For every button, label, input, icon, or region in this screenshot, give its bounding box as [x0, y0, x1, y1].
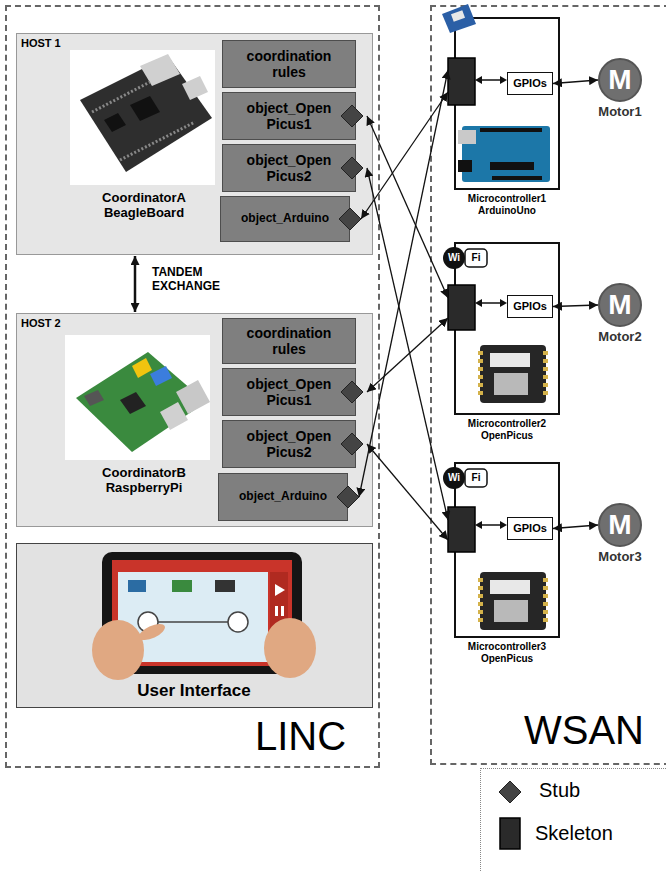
motor-label: Motor2: [585, 330, 655, 345]
rules-box: coordination rules: [222, 40, 356, 88]
motor-label: Motor3: [585, 550, 655, 565]
connector: [359, 70, 448, 497]
device-caption: CoordinatorB RaspberryPi: [69, 466, 219, 496]
icon-text: Wi: [443, 252, 465, 264]
box-label: object_Arduino: [233, 212, 337, 226]
box-label: coordination rules: [223, 48, 355, 80]
connector: [134, 256, 137, 312]
stub-swatch: [499, 781, 521, 803]
text-holder: Wi: [443, 252, 465, 264]
region-title: LINC: [255, 713, 346, 759]
motor-label: Motor1: [585, 105, 655, 120]
connector: [367, 444, 448, 540]
icon-text: Fi: [465, 252, 487, 264]
text-holder: Wi: [443, 472, 465, 484]
legend-box: StubSkeleton: [480, 768, 666, 871]
box-label: M: [608, 289, 631, 321]
text-holder: Skeleton: [535, 822, 613, 845]
text-holder: Microcontroller1 ArduinoUno: [454, 193, 560, 216]
microcontroller-box: Microcontroller3 OpenPicusGPIOs: [454, 462, 560, 638]
motor-symbol: MMotor2: [598, 283, 642, 327]
text-holder: CoordinatorA BeagleBoard: [69, 191, 219, 221]
rules-box: coordination rules: [222, 318, 356, 364]
icon-text: Fi: [465, 472, 487, 484]
box-label: object_Open Picus1: [223, 100, 355, 132]
object-box: object_Open Picus2: [222, 420, 356, 468]
box-label: object_Open Picus1: [223, 376, 355, 408]
text-holder: Motor1: [585, 105, 655, 120]
host-label: HOST 2: [21, 317, 61, 330]
box-label: M: [608, 64, 631, 96]
gpio-box: GPIOs: [507, 517, 553, 540]
box-label: GPIOs: [510, 300, 550, 313]
ui-panel: User Interface: [16, 543, 373, 708]
object-box: object_Arduino: [218, 473, 348, 521]
box-label: coordination rules: [223, 325, 355, 357]
object-box: object_Arduino: [220, 196, 350, 242]
box-label: object_Arduino: [231, 490, 335, 504]
gpio-box: GPIOs: [507, 72, 553, 95]
motor-symbol: MMotor1: [598, 58, 642, 102]
connector: [367, 168, 448, 520]
edge-label: TANDEM EXCHANGE: [152, 266, 234, 294]
microcontroller-box: Microcontroller2 OpenPicusGPIOs: [454, 242, 560, 415]
text-holder: Fi: [465, 472, 487, 484]
microcontroller-box: Microcontroller1 ArduinoUnoGPIOs: [454, 17, 560, 190]
box-label: M: [608, 509, 631, 541]
box-label: GPIOs: [510, 522, 550, 535]
legend-text: Stub: [539, 779, 580, 802]
text-holder: Motor3: [585, 550, 655, 565]
board-caption: Microcontroller3 OpenPicus: [454, 641, 560, 664]
skeleton-swatch: [499, 817, 521, 850]
object-box: object_Open Picus1: [222, 368, 356, 416]
board-caption: Microcontroller2 OpenPicus: [454, 418, 560, 441]
icon-text: Wi: [443, 472, 465, 484]
text-holder: LINC: [255, 713, 346, 759]
box-label: object_Open Picus2: [223, 428, 355, 460]
text-holder: TANDEM EXCHANGE: [152, 266, 234, 294]
box-label: GPIOs: [510, 77, 550, 90]
motor-symbol: MMotor3: [598, 503, 642, 547]
panel-title: User Interface: [17, 681, 371, 701]
text-holder: WSAN: [524, 707, 644, 753]
gpio-box: GPIOs: [507, 295, 553, 318]
legend-text: Skeleton: [535, 822, 613, 845]
host-label: HOST 1: [21, 37, 61, 50]
connector: [361, 92, 448, 219]
object-box: object_Open Picus1: [222, 92, 356, 140]
text-holder: HOST 2: [21, 317, 61, 330]
text-holder: Microcontroller3 OpenPicus: [454, 641, 560, 664]
connector: [367, 318, 448, 392]
region-outline: LINC HOST 1 CoordinatorA BeagleBoard coordi…: [5, 5, 380, 768]
connector: [553, 525, 598, 529]
host-box: HOST 1 CoordinatorA BeagleBoard coordinati…: [16, 33, 373, 255]
text-holder: Stub: [539, 779, 580, 802]
device-caption: CoordinatorA BeagleBoard: [69, 191, 219, 221]
text-holder: Microcontroller2 OpenPicus: [454, 418, 560, 441]
box-label: object_Open Picus2: [223, 152, 355, 184]
text-holder: Fi: [465, 252, 487, 264]
connector: [367, 116, 448, 298]
region-outline: WSANMicrocontroller1 ArduinoUnoGPIOsMicr…: [430, 5, 666, 765]
text-holder: Motor2: [585, 330, 655, 345]
host-box: HOST 2 CoordinatorB RaspberryPi coordinati…: [16, 313, 373, 527]
region-title: WSAN: [524, 707, 644, 753]
text-holder: User Interface: [17, 681, 371, 701]
board-caption: Microcontroller1 ArduinoUno: [454, 193, 560, 216]
connector: [553, 305, 598, 307]
object-box: object_Open Picus2: [222, 144, 356, 192]
text-holder: HOST 1: [21, 37, 61, 50]
text-holder: CoordinatorB RaspberryPi: [69, 466, 219, 496]
connector: [553, 80, 598, 84]
